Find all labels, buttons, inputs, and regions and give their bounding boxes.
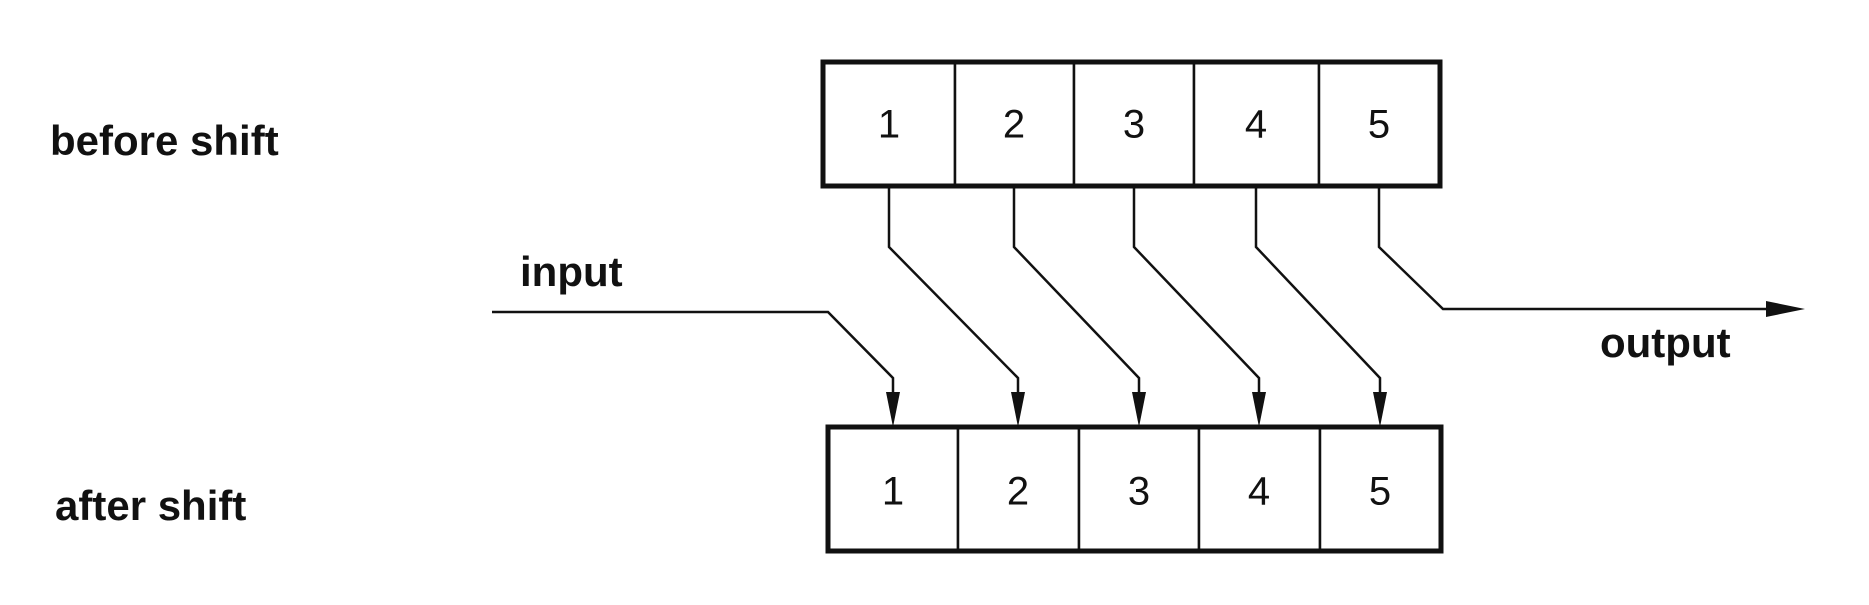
register-before-cell-3-value: 3: [1123, 103, 1145, 147]
register-before-outline: [820, 59, 1443, 189]
register-after-cell-4-value: 4: [1248, 470, 1270, 514]
register-before-cell-1-value: 1: [878, 103, 900, 147]
register-before: 1 2 3 4 5: [820, 59, 1443, 189]
register-before-cell-4-value: 4: [1245, 103, 1267, 147]
shift-arrow-1-to-2: [887, 186, 1025, 427]
register-before-cell-2: 2: [953, 60, 1076, 188]
register-before-cell-1: 1: [821, 60, 957, 188]
output-label: output: [1600, 319, 1731, 366]
register-after-cell-3: 3: [1077, 425, 1201, 553]
shift-arrow-4-to-5: [1254, 186, 1387, 427]
output-arrow: [1377, 186, 1805, 317]
input-arrow: [492, 310, 900, 427]
register-after-outline: [825, 424, 1444, 554]
register-after-cell-2-value: 2: [1007, 470, 1029, 514]
register-before-cell-3: 3: [1072, 60, 1196, 188]
after-shift-label: after shift: [55, 482, 246, 529]
register-before-cell-2-value: 2: [1003, 103, 1025, 147]
register-after-cell-4: 4: [1197, 425, 1322, 553]
register-after: 1 2 3 4 5: [825, 424, 1444, 554]
register-after-cell-2: 2: [956, 425, 1081, 553]
register-after-cell-5-value: 5: [1369, 470, 1391, 514]
register-before-cell-5-value: 5: [1368, 103, 1390, 147]
register-after-cell-1: 1: [826, 425, 960, 553]
shift-arrow-2-to-3: [1012, 186, 1146, 427]
register-after-cell-5: 5: [1318, 425, 1443, 553]
before-shift-label: before shift: [50, 117, 279, 164]
register-after-cell-3-value: 3: [1128, 470, 1150, 514]
register-before-cell-5: 5: [1317, 60, 1442, 188]
register-after-cell-1-value: 1: [882, 470, 904, 514]
shift-arrow-3-to-4: [1132, 186, 1266, 427]
register-before-cell-4: 4: [1192, 60, 1321, 188]
input-label: input: [520, 248, 623, 295]
